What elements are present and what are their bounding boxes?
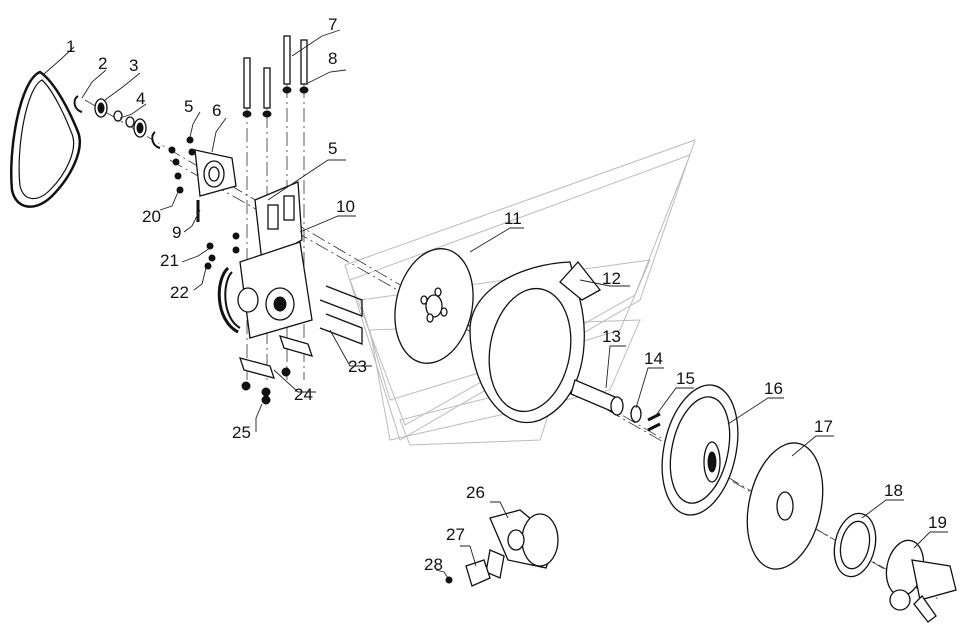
impeller-part (661, 384, 739, 516)
callout-11: 11 (504, 209, 522, 228)
callout-7: 7 (328, 15, 337, 34)
bearing-housing-part (168, 136, 237, 222)
callout-14: 14 (644, 349, 663, 368)
fan-housing-part (469, 260, 601, 423)
callout-6: 6 (212, 101, 221, 120)
leader-lines (43, 29, 948, 579)
callout-8: 8 (328, 49, 337, 68)
callout-24: 24 (294, 385, 313, 404)
callout-22: 22 (170, 283, 189, 302)
outlet-part (885, 539, 957, 623)
bearing-parts (73, 95, 161, 149)
callout-28: 28 (424, 555, 443, 574)
small-plate-part (445, 559, 491, 587)
callout-1: 1 (66, 37, 75, 56)
ring-part (833, 512, 877, 578)
callout-21: 21 (160, 251, 179, 270)
callout-23: 23 (348, 357, 367, 376)
disc-part (394, 248, 474, 364)
callout-16: 16 (764, 379, 783, 398)
callout-2: 2 (98, 54, 107, 73)
u-bolts-part (319, 285, 363, 345)
cover-disc-part (746, 442, 824, 570)
bolts-part (242, 35, 309, 118)
callout-20: 20 (142, 207, 161, 226)
callout-17: 17 (814, 417, 833, 436)
valve-housing-part (485, 509, 559, 579)
callout-19: 19 (928, 513, 947, 532)
callout-26: 26 (466, 483, 485, 502)
shaft-part (570, 379, 661, 432)
callout-9: 9 (172, 223, 181, 242)
callout-27: 27 (446, 525, 465, 544)
callout-13: 13 (602, 327, 621, 346)
callout-labels: 1 2 3 4 5 6 7 8 5 10 11 12 13 14 15 16 1… (66, 15, 947, 574)
belt-part (10, 70, 81, 208)
callout-12: 12 (602, 269, 621, 288)
callout-25: 25 (232, 423, 251, 442)
callout-5a: 5 (184, 97, 193, 116)
callout-15: 15 (676, 369, 695, 388)
callout-18: 18 (884, 481, 903, 500)
callout-10: 10 (336, 197, 355, 216)
gearbox-frame-part (204, 181, 313, 339)
clamp-plates-part (239, 335, 314, 405)
callout-5b: 5 (328, 139, 337, 158)
callout-3: 3 (129, 56, 138, 75)
callout-4: 4 (136, 89, 145, 108)
